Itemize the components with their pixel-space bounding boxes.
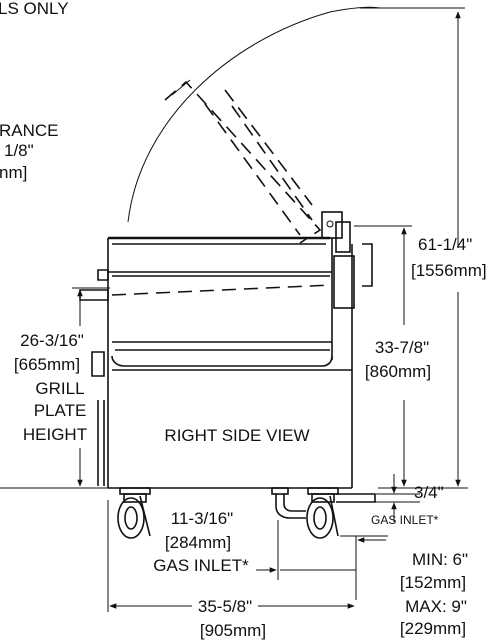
- left-caster: [117, 487, 151, 539]
- body-height-dimension: [354, 225, 412, 487]
- leg-clearance-max-metric: [229mm]: [400, 619, 466, 638]
- gas-inlet-depth-metric: [284mm]: [165, 533, 231, 552]
- lid-swing-arc: [127, 6, 381, 223]
- gas-inlet-height-imperial: 3/4": [414, 483, 444, 502]
- header-note: LS ONLY: [0, 0, 69, 18]
- clearance-line-3: nm]: [0, 163, 27, 182]
- overall-depth-dimension: [107, 500, 355, 612]
- total-height-metric: [1556mm]: [411, 261, 487, 280]
- gas-inlet-pipe: [271, 487, 376, 519]
- total-height-imperial: 61-1/4": [418, 235, 472, 254]
- grill-plate-height-caption-1: GRILL: [35, 379, 84, 398]
- right-caster: [306, 487, 339, 539]
- grill-plate-height-caption-3: HEIGHT: [23, 425, 87, 444]
- body-height-metric: [860mm]: [365, 362, 431, 381]
- leg-clearance-dimension: [340, 535, 388, 600]
- gas-inlet-depth-caption: GAS INLET*: [153, 556, 249, 575]
- grill-plate-height-dimension: [72, 287, 110, 487]
- grill-plate-height-metric: [665mm]: [14, 355, 80, 374]
- clearance-line-1: RANCE: [0, 121, 59, 140]
- grill-plate-height-imperial: 26-3/16": [20, 331, 84, 350]
- leg-clearance-max: MAX: 9": [405, 597, 467, 616]
- grill-plate-height-caption-2: PLATE: [34, 401, 87, 420]
- cabinet-body: [0, 211, 373, 489]
- leg-clearance-min-metric: [152mm]: [400, 573, 466, 592]
- gas-inlet-depth-dimension: [256, 520, 356, 580]
- gas-inlet-depth-imperial: 11-3/16": [171, 509, 233, 528]
- clearance-line-2: 1/8": [4, 141, 34, 160]
- overall-depth-imperial: 35-5/8": [198, 597, 252, 616]
- view-label: RIGHT SIDE VIEW: [164, 426, 309, 445]
- gas-inlet-height-dimension: [356, 474, 420, 522]
- open-lid: [164, 79, 322, 244]
- gas-inlet-height-caption: GAS INLET*: [371, 513, 439, 527]
- overall-depth-metric: [905mm]: [200, 621, 266, 640]
- body-height-imperial: 33-7/8": [375, 338, 429, 357]
- leg-clearance-min: MIN: 6": [412, 550, 468, 569]
